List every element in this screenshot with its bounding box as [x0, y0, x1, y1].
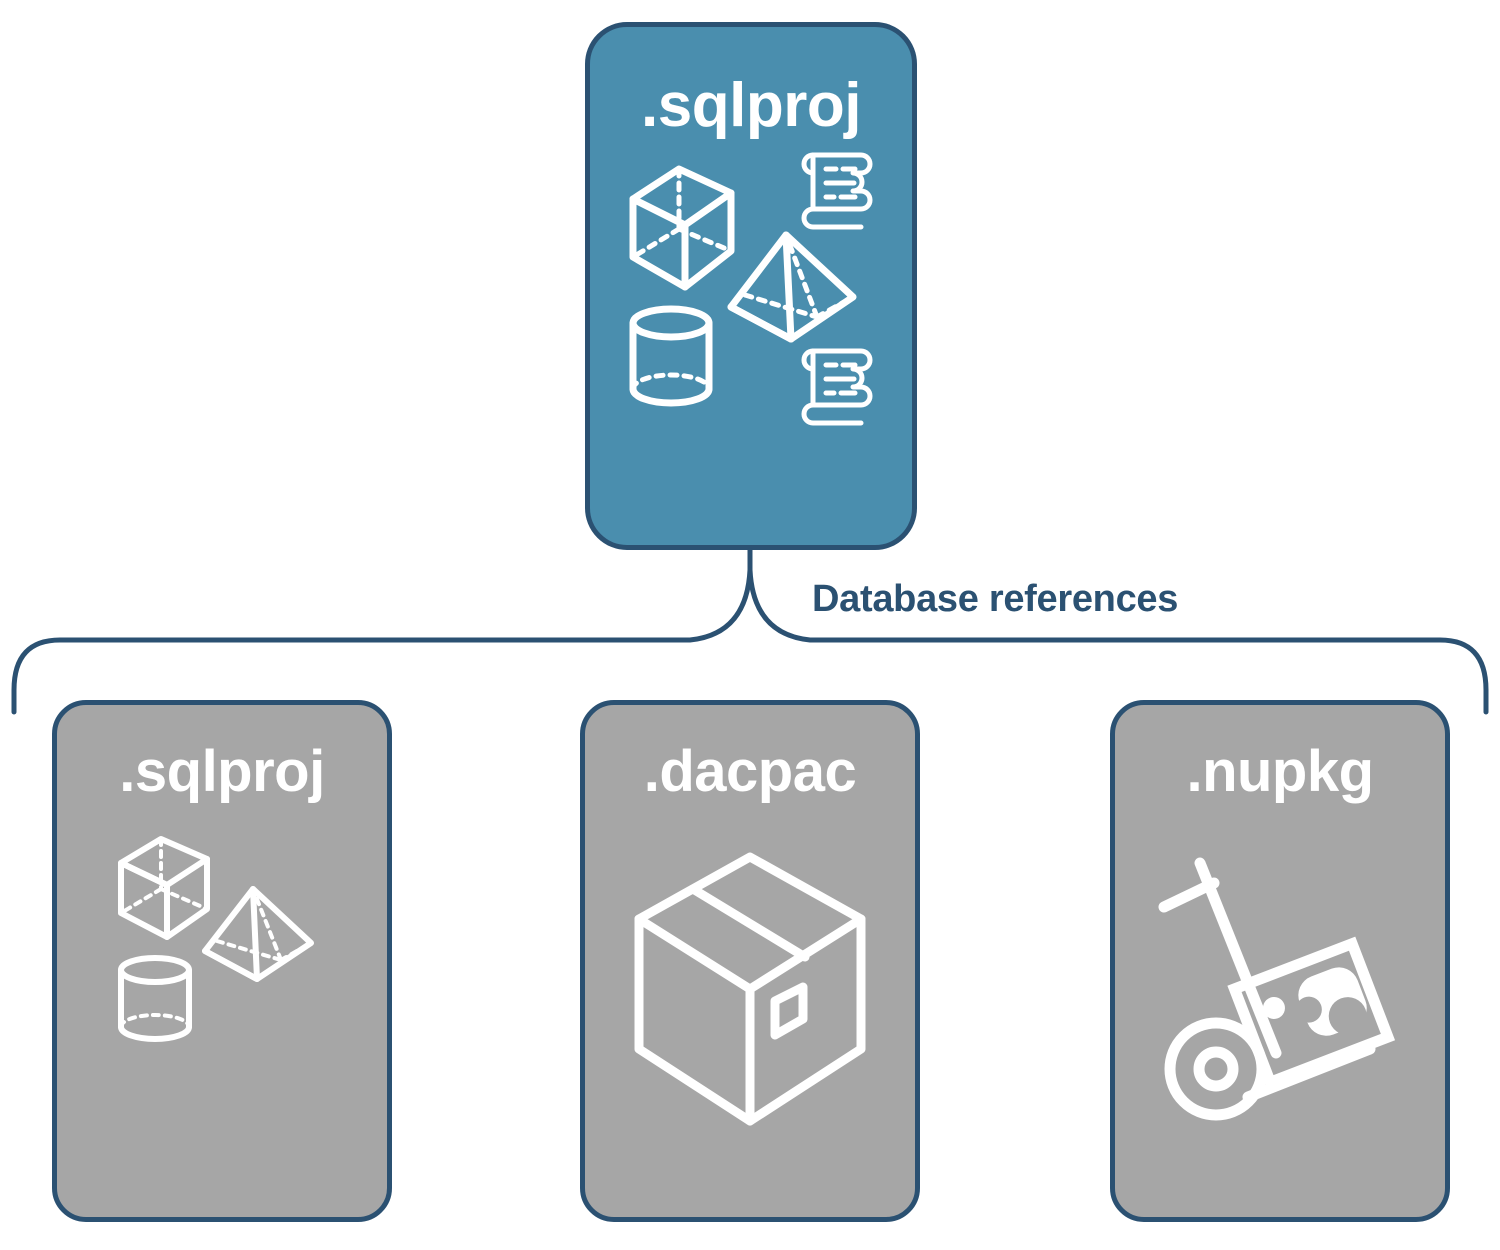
node-child-nupkg-artwork — [1115, 801, 1445, 1217]
package-box-icon — [634, 852, 866, 1126]
node-child-dacpac-label: .dacpac — [643, 739, 857, 804]
node-child-nupkg-label: .nupkg — [1186, 739, 1374, 804]
node-child-sqlproj[interactable]: .sqlproj — [52, 700, 392, 1222]
hand-truck-icon — [1158, 857, 1396, 1120]
node-child-sqlproj-label: .sqlproj — [119, 739, 325, 804]
pyramid-icon — [727, 231, 857, 343]
cylinder-icon — [118, 955, 192, 1042]
database-references-connector — [0, 540, 1500, 720]
sqlproj-shapes-illustration — [118, 836, 314, 1042]
pyramid-icon — [202, 886, 314, 982]
node-root-sqlproj[interactable]: .sqlproj — [585, 22, 917, 550]
curly-brace-icon — [11, 547, 1489, 715]
cube-icon — [629, 165, 735, 291]
node-root-label: .sqlproj — [641, 71, 861, 140]
scroll-icon — [801, 152, 873, 230]
cube-icon — [118, 836, 210, 940]
node-child-sqlproj-artwork — [57, 801, 387, 1217]
cylinder-icon — [629, 305, 713, 407]
scroll-icon — [801, 348, 873, 426]
package-icon — [1227, 936, 1396, 1089]
database-references-label: Database references — [812, 578, 1179, 620]
node-root-artwork — [590, 133, 912, 545]
node-child-nupkg[interactable]: .nupkg — [1110, 700, 1450, 1222]
node-child-dacpac[interactable]: .dacpac — [580, 700, 920, 1222]
node-child-dacpac-artwork — [585, 801, 915, 1217]
sqlproj-shapes-illustration — [629, 152, 873, 426]
